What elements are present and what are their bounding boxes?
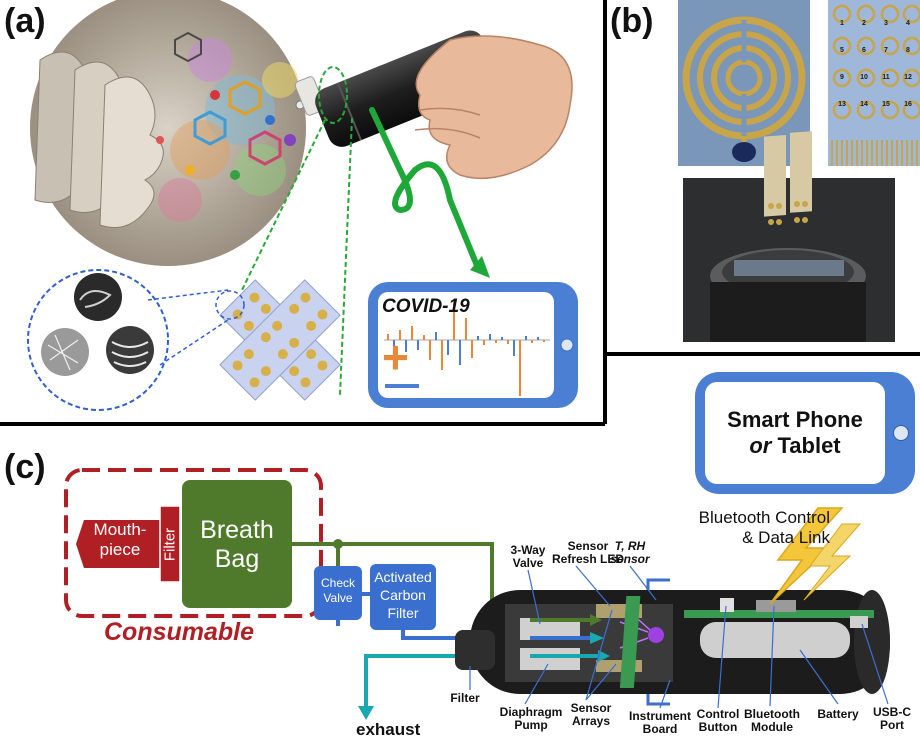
panel-b-photos <box>678 0 920 342</box>
smart-phone-tablet-word: Tablet <box>771 433 841 458</box>
electrode-array-photo <box>828 0 920 166</box>
home-button-icon <box>893 425 909 441</box>
breath-bag-block <box>182 480 292 608</box>
mouthpiece-label: Mouth- piece <box>93 520 147 559</box>
array-number: 12 <box>904 74 912 81</box>
array-number: 1 <box>840 20 844 27</box>
smart-phone-line1: Smart Phone <box>727 407 863 432</box>
hand-illustration <box>414 35 573 180</box>
array-number: 8 <box>906 47 910 54</box>
sensor-refresh-led-label: Sensor Refresh LED <box>551 539 625 566</box>
smart-phone-tablet: Smart Phone or Tablet <box>695 372 915 494</box>
device-cross-section <box>455 578 890 706</box>
array-number: 6 <box>862 47 866 54</box>
array-number: 13 <box>838 101 846 108</box>
instrument-board-label: Instrument Board <box>628 709 691 736</box>
plus-sign: + <box>382 331 409 383</box>
array-number: 15 <box>882 101 890 108</box>
array-number: 7 <box>884 47 888 54</box>
array-number: 2 <box>862 20 866 27</box>
panel-label-c: (c) <box>4 448 46 486</box>
smart-phone-screen: Smart Phone or Tablet <box>705 382 885 484</box>
sensor-cross-array <box>219 279 341 401</box>
filter-label: Filter <box>161 527 179 562</box>
array-number: 10 <box>860 74 868 81</box>
array-number: 14 <box>860 101 868 108</box>
diaphragm-pump-label: Diaphragm Pump <box>499 705 563 732</box>
phone-device-a <box>368 282 578 408</box>
check-valve-block <box>314 566 362 620</box>
mouthpiece-block <box>76 520 160 568</box>
lightning-bolt-icon <box>769 507 862 605</box>
array-number: 16 <box>904 101 912 108</box>
wireless-signal-arrow <box>369 107 481 271</box>
bluetooth-link-label: Bluetooth Control & Data Link <box>698 508 830 547</box>
check-valve-label: Check Valve <box>320 576 355 605</box>
phone-screen-title: COVID-19 <box>382 296 470 317</box>
array-number: 3 <box>884 20 888 27</box>
usb-c-port-label: USB-C Port <box>873 705 911 732</box>
array-number: 4 <box>906 20 910 27</box>
electrode-array-numbers: 1 2 3 4 5 6 7 8 9 10 11 12 13 14 15 16 <box>831 20 919 108</box>
t-rh-sensor-label: T, RH sensor <box>610 539 650 566</box>
array-number: 11 <box>882 74 890 81</box>
tube-highlight-ellipse <box>318 66 348 124</box>
carbon-filter-label: Activated Carbon Filter <box>374 569 432 621</box>
consumable-label: Consumable <box>104 618 255 646</box>
array-number: 5 <box>840 47 844 54</box>
array-number: 9 <box>840 74 844 81</box>
battery-label: Battery <box>817 707 859 721</box>
filter-device-label: Filter <box>450 691 480 705</box>
breath-bag-label: Breath Bag <box>200 516 274 573</box>
panel-label-a: (a) <box>4 2 46 40</box>
panel-a-illustration <box>27 0 578 411</box>
smart-phone-line2: or Tablet <box>749 433 840 459</box>
control-button-label: Control Button <box>696 707 740 734</box>
exhaust-label: exhaust <box>356 720 421 739</box>
bluetooth-module-label: Bluetooth Module <box>744 707 800 734</box>
single-electrode-photo <box>678 0 810 166</box>
filter-block <box>159 505 181 583</box>
carbon-filter-block <box>370 564 436 630</box>
breath-molecules-illustration <box>30 0 306 266</box>
three-way-valve-label: 3-Way Valve <box>510 543 546 570</box>
phone-bar-chart <box>384 300 550 396</box>
panel-label-b: (b) <box>610 2 654 40</box>
sem-micrographs-inset <box>27 269 245 411</box>
device-head-photo <box>683 131 895 342</box>
sensor-arrays-label: Sensor Arrays <box>570 701 612 728</box>
consumable-dashed-box <box>64 468 323 618</box>
smart-phone-or: or <box>749 433 772 458</box>
